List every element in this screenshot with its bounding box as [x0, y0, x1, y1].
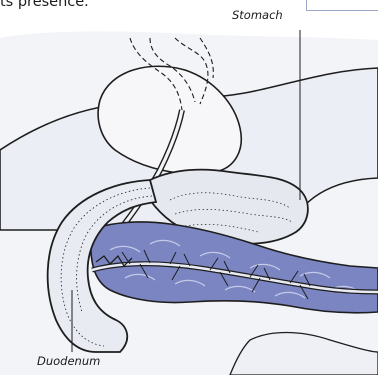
label-duodenum: Duodenum [37, 354, 100, 368]
label-stomach: Stomach [232, 8, 283, 22]
